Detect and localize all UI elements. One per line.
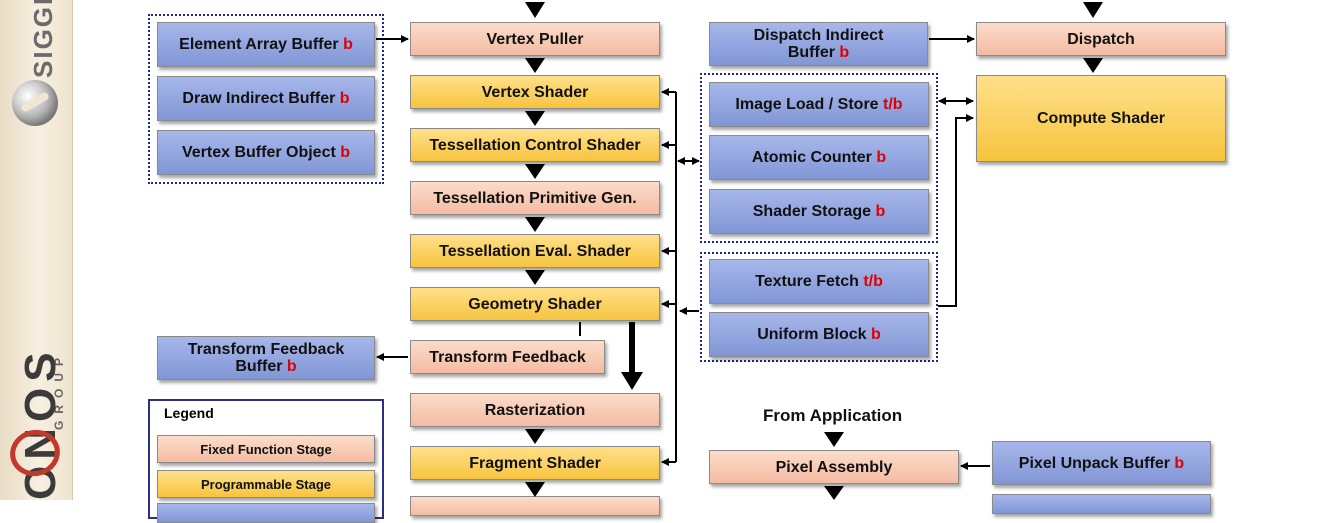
tf-buffer-line2: Buffer [235,358,287,375]
atomic-counter-box: Atomic Counter b [709,135,929,180]
compute-shader-stage: Compute Shader [976,75,1226,162]
transform-feedback-stage: Transform Feedback [410,340,605,374]
buffer-flag: t/b [883,96,903,113]
legend-title: Legend [164,405,214,421]
buffer-flag: b [875,203,886,220]
next-buffer-partial [992,494,1211,514]
buffer-flag: b [339,90,350,107]
dispatch-stage: Dispatch [976,22,1226,56]
image-load-store-box: Image Load / Store t/b [709,82,929,127]
vertex-shader-stage: Vertex Shader [410,75,660,109]
buffer-flag: b [286,358,297,375]
geometry-to-rasterization-arrow [621,322,643,390]
shader-storage-label: Shader Storage [752,203,876,220]
resource-bus-arrows [661,88,700,466]
vertex-buffer-object-label: Vertex Buffer Object [181,144,341,161]
buffer-flag: b [340,144,351,161]
read-write-resources-group [700,73,938,243]
legend-buffer-swatch-partial [157,503,375,523]
dispatch-indirect-line2: Buffer [787,44,840,61]
branding-strip: SIGGRAPH GROUP ONOS [0,0,73,500]
fragment-shader-stage: Fragment Shader [410,446,660,480]
buffer-flag: b [839,44,850,61]
pixel-unpack-buffer-label: Pixel Unpack Buffer [1018,454,1175,472]
buffer-flag: b [1174,454,1185,472]
dispatch-indirect-line1: Dispatch Indirect [753,27,884,44]
buffer-flag: b [871,326,881,343]
element-array-buffer-label: Element Array Buffer [179,36,344,53]
siggraph-logo-text: SIGGRAPH [28,0,58,78]
read-only-resources-group [700,252,938,362]
pixel-assembly-stage: Pixel Assembly [709,450,959,484]
rasterization-stage: Rasterization [410,393,660,427]
next-stage-partial [410,496,660,516]
draw-indirect-buffer-label: Draw Indirect Buffer [182,90,340,107]
legend-programmable-swatch: Programmable Stage [157,470,375,498]
vertex-puller-stage: Vertex Puller [410,22,660,56]
input-buffers-group [148,14,384,184]
khronos-logo-text: ONOS [16,346,65,500]
tf-buffer-line1: Transform Feedback [187,341,345,358]
atomic-counter-label: Atomic Counter [751,149,877,166]
image-load-store-label: Image Load / Store [735,96,884,113]
vertex-buffer-object-box: Vertex Buffer Object b [157,130,375,175]
uniform-block-label: Uniform Block [757,326,871,343]
buffer-flag: b [343,36,353,53]
uniform-block-box: Uniform Block b [709,312,929,357]
element-array-buffer-box: Element Array Buffer b [157,22,375,67]
legend-fixed-function-swatch: Fixed Function Stage [157,435,375,463]
geometry-shader-stage: Geometry Shader [410,287,660,321]
siggraph-logo-icon [12,80,58,126]
from-application-label: From Application [763,406,903,425]
tessellation-eval-shader-stage: Tessellation Eval. Shader [410,234,660,268]
buffer-flag: t/b [863,273,883,290]
shader-storage-box: Shader Storage b [709,189,929,234]
pixel-unpack-buffer-box: Pixel Unpack Buffer b [992,441,1211,485]
compute-resource-arrows [938,97,974,307]
draw-indirect-buffer-box: Draw Indirect Buffer b [157,76,375,121]
texture-fetch-box: Texture Fetch t/b [709,259,929,304]
tessellation-control-shader-stage: Tessellation Control Shader [410,128,660,162]
texture-fetch-label: Texture Fetch [755,273,864,290]
tessellation-primitive-gen-stage: Tessellation Primitive Gen. [410,181,660,215]
buffer-flag: b [876,149,887,166]
